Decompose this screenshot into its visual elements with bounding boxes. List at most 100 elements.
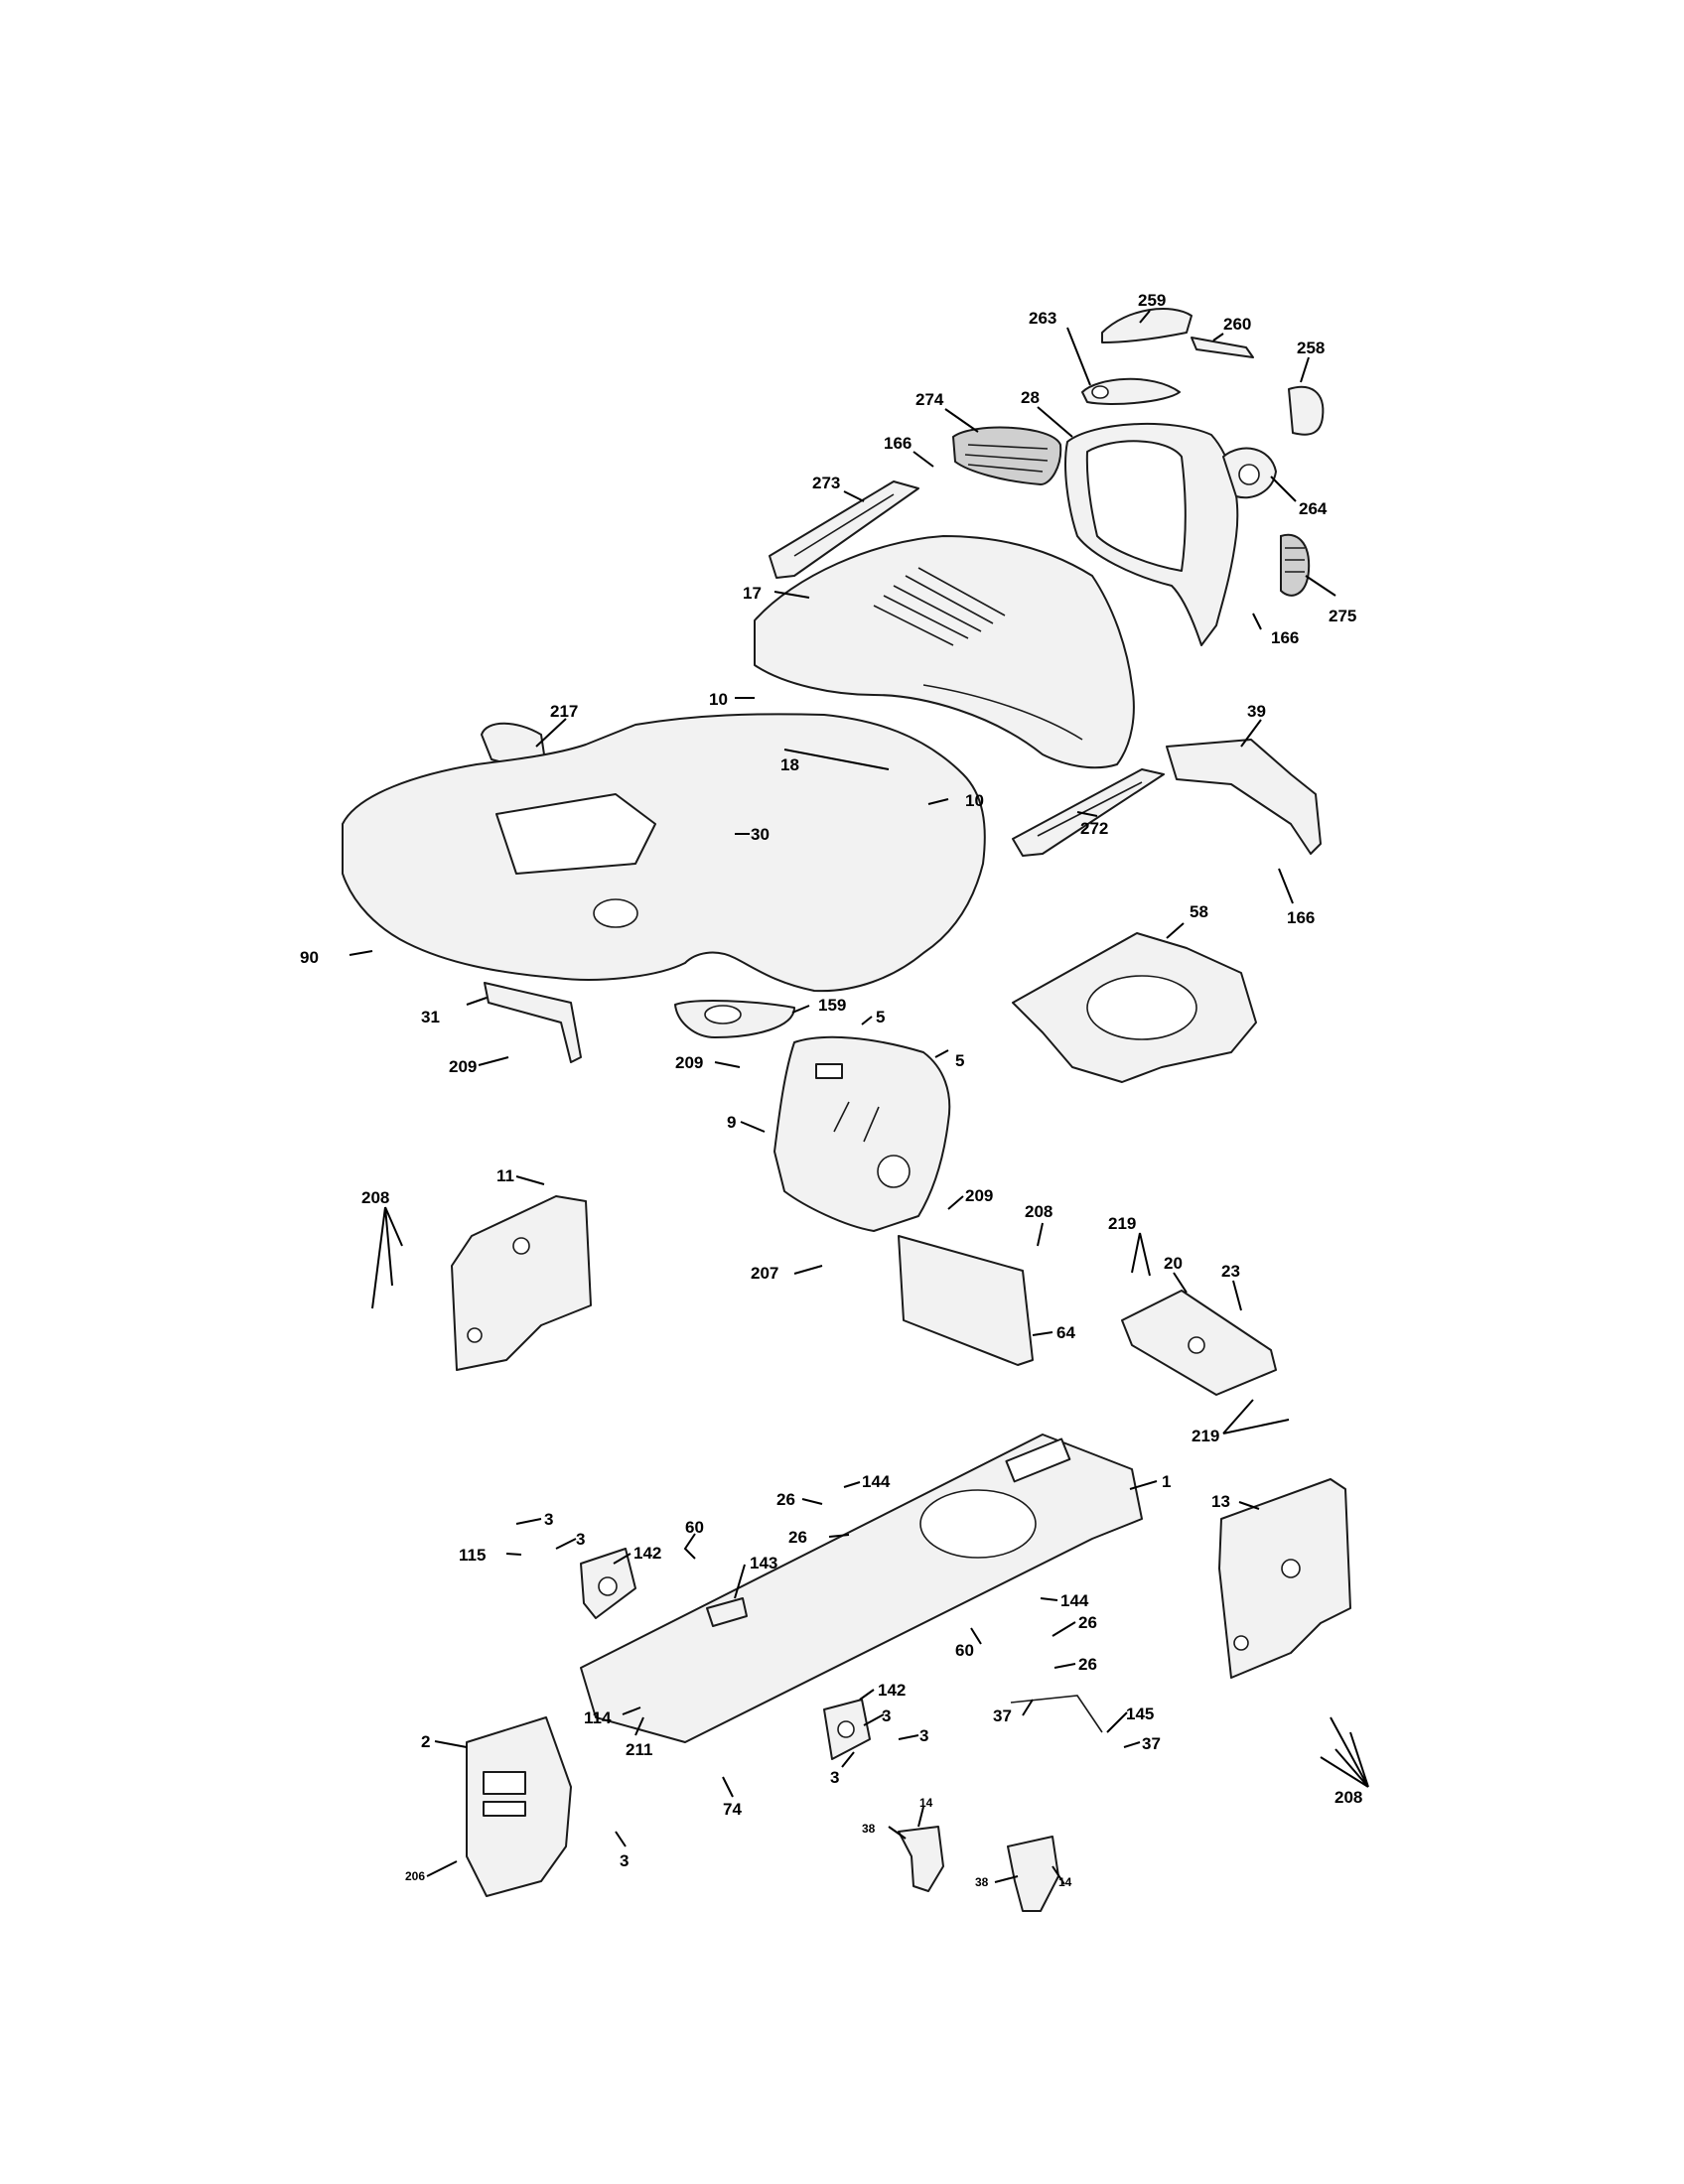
callout-115: 115	[459, 1546, 486, 1565]
part-258-cover	[1288, 385, 1325, 436]
callout-17: 17	[743, 584, 762, 603]
callout-264: 264	[1299, 499, 1328, 518]
callout-5: 5	[876, 1008, 885, 1026]
callout-3-e: 3	[830, 1768, 839, 1787]
callout-23: 23	[1221, 1262, 1240, 1281]
callout-10-b: 10	[965, 791, 984, 810]
callout-2: 2	[421, 1732, 430, 1751]
callout-14: 14	[919, 1796, 933, 1810]
part-38-bracket	[898, 1826, 944, 1892]
callout-13: 13	[1211, 1492, 1230, 1511]
callout-28: 28	[1021, 388, 1040, 407]
callout-219-b: 219	[1192, 1427, 1219, 1445]
callout-260: 260	[1223, 315, 1251, 334]
callout-275: 275	[1329, 607, 1356, 625]
callout-274: 274	[915, 390, 944, 409]
callout-3-f: 3	[620, 1851, 629, 1870]
part-272-side-trim	[1012, 768, 1165, 857]
callout-209-b: 209	[675, 1053, 703, 1072]
callout-20: 20	[1164, 1254, 1183, 1273]
callout-258: 258	[1297, 339, 1325, 357]
leader-lines	[349, 310, 1369, 1885]
callout-26: 26	[776, 1490, 795, 1509]
part-17-hood	[754, 535, 1135, 769]
part-142-lower-bracket	[823, 1699, 871, 1760]
callout-3-b: 3	[576, 1530, 585, 1549]
callout-37-b: 37	[1142, 1734, 1161, 1753]
callout-30: 30	[751, 825, 770, 844]
callout-38-b: 38	[975, 1875, 989, 1889]
part-9-dash-panel	[773, 1035, 951, 1232]
callout-209: 209	[449, 1057, 477, 1076]
callout-5-b: 5	[955, 1051, 964, 1070]
callout-144-b: 144	[1060, 1591, 1089, 1610]
callout-208-b: 208	[1025, 1202, 1052, 1221]
callout-159: 159	[818, 996, 846, 1015]
callout-217: 217	[550, 702, 578, 721]
callout-60-b: 60	[955, 1641, 974, 1660]
part-31-bracket	[484, 982, 582, 1063]
part-28-nose-housing	[1064, 422, 1239, 646]
callout-166: 166	[884, 434, 912, 453]
callout-60: 60	[685, 1518, 704, 1537]
part-264-headlight	[1222, 447, 1277, 499]
callout-208: 208	[361, 1188, 389, 1207]
callout-14-b: 14	[1058, 1875, 1072, 1889]
part-1-main-frame	[580, 1433, 1143, 1743]
callout-142-b: 142	[878, 1681, 906, 1700]
callout-114: 114	[584, 1708, 612, 1727]
callout-26-c: 26	[1078, 1613, 1097, 1632]
callout-74: 74	[723, 1800, 742, 1819]
part-274-grille	[951, 426, 1062, 486]
callout-263: 263	[1029, 309, 1056, 328]
callout-142: 142	[633, 1544, 661, 1563]
callout-3: 3	[544, 1510, 553, 1529]
callout-90: 90	[300, 948, 319, 967]
part-260-trim	[1191, 337, 1254, 358]
callout-272: 272	[1080, 819, 1108, 838]
part-263-light	[1081, 377, 1181, 405]
callout-labels: 259 260 258 263 274 28 166 273 264 17 27…	[300, 291, 1362, 1889]
callout-3-c: 3	[882, 1706, 891, 1725]
callout-143: 143	[750, 1554, 777, 1572]
callout-58: 58	[1190, 902, 1208, 921]
part-30-fender	[342, 713, 986, 993]
callout-18: 18	[780, 755, 799, 774]
callout-39: 39	[1247, 702, 1266, 721]
part-143-bracket	[706, 1597, 748, 1627]
part-11-side-panel	[451, 1195, 592, 1371]
callout-208-c: 208	[1334, 1788, 1362, 1807]
callout-3-d: 3	[919, 1726, 928, 1745]
part-275-grille-insert	[1280, 533, 1311, 597]
part-64-bracket	[898, 1235, 1034, 1366]
callout-219: 219	[1108, 1214, 1136, 1233]
callout-145: 145	[1126, 1705, 1154, 1723]
callout-9: 9	[727, 1113, 736, 1132]
callout-166-b: 166	[1271, 628, 1299, 647]
part-2-front-plate	[466, 1716, 572, 1897]
callout-166-c: 166	[1287, 908, 1315, 927]
part-58-pan	[1012, 932, 1257, 1083]
callout-37: 37	[993, 1706, 1012, 1725]
callout-26-d: 26	[1078, 1655, 1097, 1674]
part-259-cap	[1101, 308, 1193, 343]
part-142-bracket	[580, 1548, 636, 1619]
part-159-cup-holder	[674, 1000, 795, 1038]
callout-207: 207	[751, 1264, 778, 1283]
callout-206: 206	[405, 1869, 425, 1883]
callout-1: 1	[1162, 1472, 1171, 1491]
callout-273: 273	[812, 474, 840, 492]
part-13-side-panel	[1218, 1478, 1351, 1679]
callout-64: 64	[1056, 1323, 1075, 1342]
callout-31: 31	[421, 1008, 440, 1026]
callout-10: 10	[709, 690, 728, 709]
callout-144: 144	[862, 1472, 891, 1491]
callout-26-b: 26	[788, 1528, 807, 1547]
callout-259: 259	[1138, 291, 1166, 310]
part-20-plate	[1121, 1290, 1277, 1396]
callout-209-c: 209	[965, 1186, 993, 1205]
callout-38: 38	[862, 1822, 876, 1836]
part-39-bracket	[1166, 739, 1322, 855]
callout-11: 11	[496, 1166, 514, 1185]
